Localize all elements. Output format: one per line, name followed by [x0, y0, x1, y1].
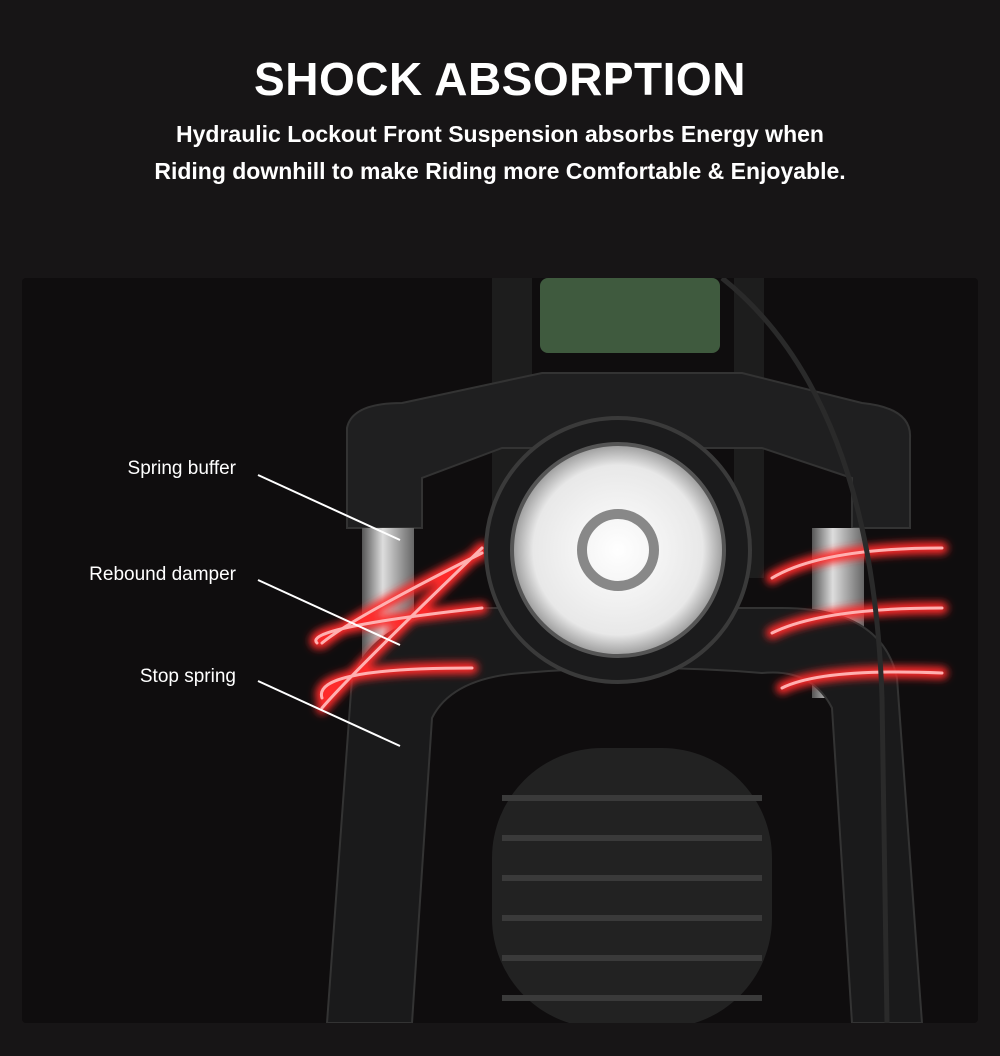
- callout-line-rebound-damper: [257, 579, 401, 646]
- callout-stop-spring: Stop spring: [139, 666, 236, 687]
- head-tube: [540, 278, 720, 353]
- product-image-panel: Spring buffer Rebound damper Stop spring: [22, 278, 978, 1023]
- headlight-lens: [510, 442, 726, 658]
- ebike-front-fork-illustration: [257, 278, 948, 1023]
- fork-crown: [346, 372, 912, 529]
- callout-spring-buffer: Spring buffer: [127, 458, 236, 479]
- tire: [492, 748, 772, 1023]
- page-title: SHOCK ABSORPTION: [254, 53, 746, 105]
- callout-line-spring-buffer: [257, 474, 401, 541]
- callout-rebound-damper: Rebound damper: [89, 564, 236, 585]
- subtitle-line-2: Riding downhill to make Riding more Comf…: [154, 158, 846, 184]
- subtitle-line-1: Hydraulic Lockout Front Suspension absor…: [176, 121, 824, 147]
- callout-line-stop-spring: [257, 680, 401, 747]
- subtitle: Hydraulic Lockout Front Suspension absor…: [0, 116, 1000, 190]
- brake-cable: [720, 278, 890, 1023]
